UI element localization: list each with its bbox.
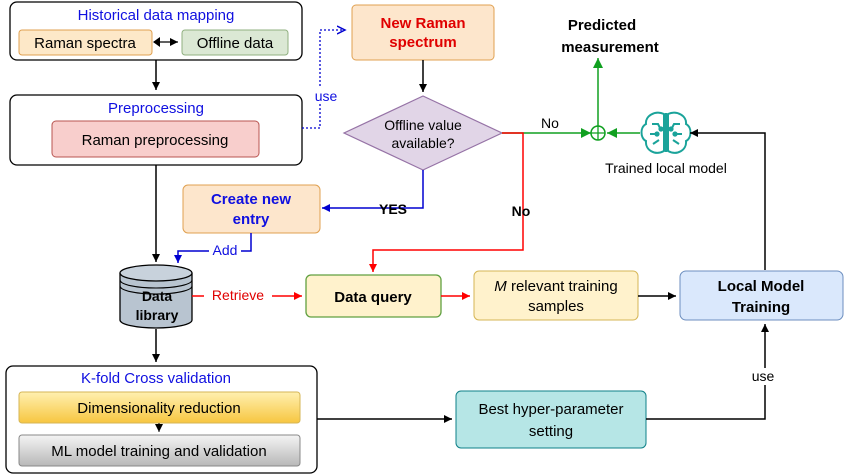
preprocessing-group: Preprocessing Raman preprocessing [9, 94, 303, 166]
new-raman-line2: spectrum [389, 34, 457, 51]
brain-circuit-icon [640, 111, 692, 154]
m-samples-line2: samples [528, 298, 584, 315]
data-query-label: Data query [334, 289, 412, 306]
arrow-yes-to-create-entry [322, 170, 424, 212]
create-entry-line1: Create new [211, 191, 291, 208]
dim-reduction-label: Dimensionality reduction [77, 400, 240, 417]
kfold-group: K-fold Cross validation Dimensionality r… [5, 365, 318, 474]
m-samples-line1: M relevant training [494, 278, 617, 295]
data-library-line2: library [136, 307, 179, 323]
raman-preprocessing-label: Raman preprocessing [82, 132, 229, 149]
dotted-use-link [302, 30, 345, 129]
decision-diamond [342, 95, 504, 171]
new-raman-box [351, 4, 495, 61]
best-hyper-line1: Best hyper-parameter [478, 401, 623, 418]
historical-title: Historical data mapping [78, 7, 235, 24]
trained-model-label: Trained local model [605, 160, 727, 176]
ml-training-label: ML model training and validation [51, 443, 266, 460]
local-model-line1: Local Model [718, 278, 805, 295]
edge-label-yes: YES [379, 201, 407, 217]
circle-plus-icon [590, 125, 606, 141]
local-model-line2: Training [732, 299, 790, 316]
cylinder-database-icon [119, 264, 193, 329]
edge-label-retrieve: Retrieve [212, 287, 264, 303]
local-model-box [679, 270, 844, 321]
edge-label-no-green: No [541, 115, 559, 131]
best-hyper-line2: setting [529, 423, 573, 440]
preprocessing-title: Preprocessing [108, 100, 204, 117]
arrow-best-to-training [646, 324, 769, 420]
predicted-line2: measurement [561, 39, 659, 56]
new-raman-line1: New Raman [380, 15, 465, 32]
decision-line2: available? [391, 135, 454, 151]
predicted-line1: Predicted [568, 17, 636, 34]
decision-line1: Offline value [384, 117, 462, 133]
edge-label-add: Add [213, 242, 238, 258]
offline-data-label: Offline data [197, 35, 274, 52]
arrow-training-to-model [690, 129, 766, 270]
data-library-line1: Data [142, 288, 173, 304]
edge-label-no-red: No [512, 203, 531, 219]
edge-label-use-bottom: use [752, 368, 775, 384]
edge-label-use-top: use [315, 88, 338, 104]
kfold-title: K-fold Cross validation [81, 370, 231, 387]
raman-spectra-label: Raman spectra [34, 35, 136, 52]
historical-data-mapping-group: Historical data mapping Raman spectra Of… [9, 1, 303, 61]
create-entry-line2: entry [233, 211, 270, 228]
arrow-no-red [369, 132, 524, 272]
